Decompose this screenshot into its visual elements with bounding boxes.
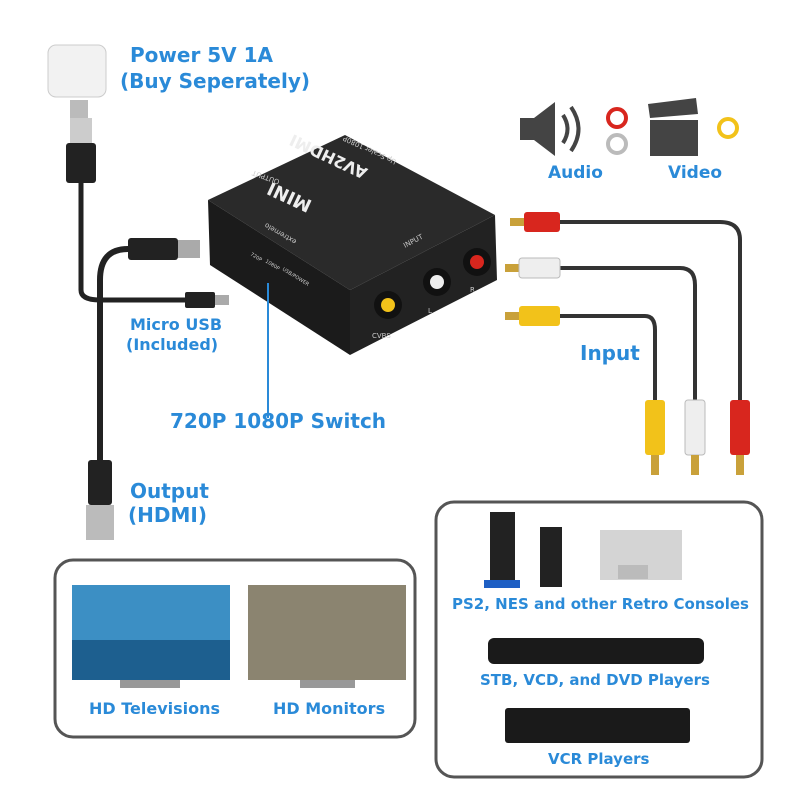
- output-label: Output: [130, 479, 209, 503]
- video-label: Video: [668, 163, 722, 183]
- white-rca-icon: [606, 133, 628, 155]
- yellow-rca-icon: [717, 117, 739, 139]
- audio-label: Audio: [548, 163, 603, 183]
- switch-720-text: 720P: [249, 252, 263, 264]
- r-text: R: [470, 286, 475, 294]
- red-rca-icon: [606, 107, 628, 129]
- power-note: (Buy Seperately): [120, 69, 310, 93]
- input-label: Input: [580, 341, 640, 365]
- dvd-label: STB, VCD, and DVD Players: [480, 671, 710, 689]
- power-label: Power 5V 1A: [130, 43, 274, 67]
- output-note: (HDMI): [128, 503, 207, 527]
- converter-box: OUTPUT AV2HDMI Up Scaler 1080P MINI extr…: [208, 130, 497, 355]
- dvd-image: [488, 638, 704, 664]
- usb-cable: [66, 118, 229, 308]
- clapperboard-icon: [648, 98, 698, 156]
- cvbs-text: CVBS: [372, 332, 391, 340]
- speaker-icon: [520, 102, 581, 156]
- displays-panel: HD Televisions HD Monitors: [53, 558, 417, 739]
- hdmi-cable: [86, 238, 200, 540]
- vcr-image: [505, 708, 690, 743]
- micro-usb-note: (Included): [126, 335, 218, 354]
- monitor-label: HD Monitors: [273, 699, 385, 718]
- consoles-label: PS2, NES and other Retro Consoles: [452, 595, 749, 613]
- switch-label: 720P 1080P Switch: [170, 409, 386, 433]
- sources-panel: PS2, NES and other Retro Consoles STB, V…: [434, 500, 764, 779]
- tv-label: HD Televisions: [89, 699, 220, 718]
- vcr-label: VCR Players: [548, 750, 650, 768]
- power-adapter-image: [47, 44, 107, 120]
- monitor-image: [248, 585, 406, 680]
- l-text: L: [428, 307, 432, 315]
- micro-usb-label: Micro USB: [130, 315, 222, 334]
- rca-cables: [505, 212, 750, 475]
- ps2-image: [490, 512, 515, 582]
